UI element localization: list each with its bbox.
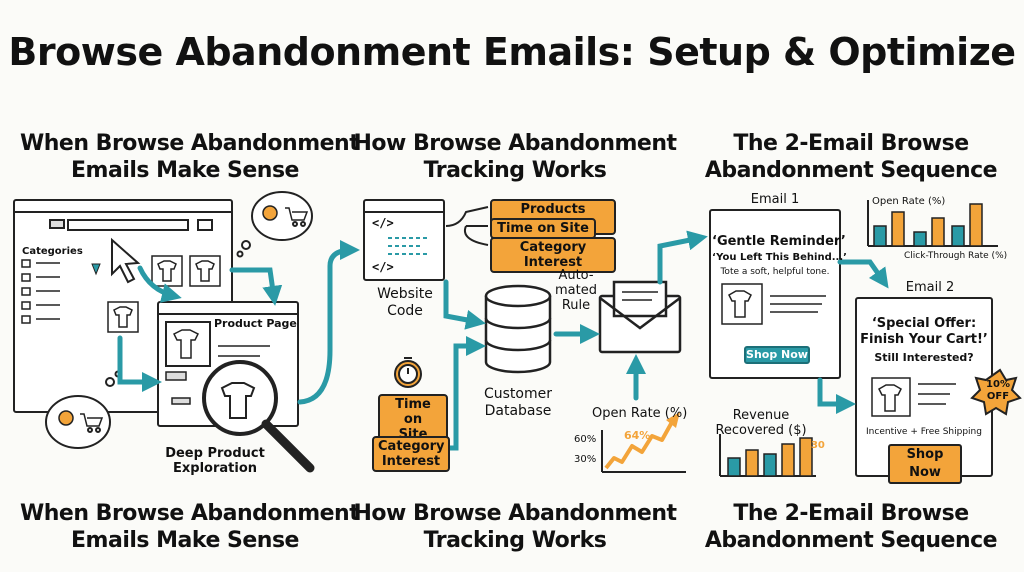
flow-arrows-section1 (117, 240, 360, 405)
tag-time-on-site: Time on Site (490, 218, 596, 239)
email1-line3: Tote a soft, helpful tone. (720, 267, 830, 277)
section2-heading: How Browse Abandonment Tracking Works (350, 130, 680, 184)
section2-footer-line2: Tracking Works (423, 528, 607, 553)
code-close-tag: </> (372, 260, 394, 274)
open-rate-mini-chart (601, 412, 686, 473)
discount-badge (970, 368, 1022, 416)
automated-rule-line3: Rule (561, 298, 591, 313)
section2-heading-line2: Tracking Works (423, 158, 607, 183)
section1-footer-line2: Emails Make Sense (71, 528, 299, 553)
badge-line1: 10% (986, 379, 1010, 390)
revenue-bar-chart (719, 434, 816, 477)
open-rate-bar-chart (867, 200, 998, 247)
tag-category-interest: Category Interest (490, 237, 616, 273)
email-envelope-icon (598, 280, 682, 354)
flow-arrows-section2 (443, 230, 708, 451)
click-through-rate-label: Click-Through Rate (%) (904, 251, 1008, 261)
section1-heading-line1: When Browse Abandonment (20, 131, 360, 156)
category-list (21, 259, 60, 324)
revenue-chart-label: Revenue Recovered ($) (706, 408, 816, 438)
open-rate-chart-label: Open Rate (%) (872, 196, 946, 207)
revenue-value-label: $30 (804, 440, 825, 451)
tag-category-interest-small-line2: Interest (381, 454, 441, 469)
thought-bubble-bottom (45, 370, 122, 449)
email1-line1: ‘Gentle Reminder’ (712, 234, 846, 249)
website-code-line1: Website (377, 286, 433, 302)
email2-label: Email 2 (905, 280, 955, 295)
automated-rule-line2: mated (555, 283, 597, 298)
revenue-chart-line1: Revenue (732, 408, 790, 423)
email1-line2: ‘You Left This Behind...’ (712, 252, 847, 263)
email1-card (709, 209, 841, 379)
section3-footer-line1: The 2-Email Browse (733, 501, 969, 526)
automated-rule-label: Auto- mated Rule (546, 268, 606, 313)
email1-shop-now-button[interactable]: Shop Now (744, 346, 810, 364)
tag-time-on-site-small-line1: Time on (395, 397, 431, 427)
database-icon (484, 284, 552, 374)
section3-footer-line2: Abandonment Sequence (704, 528, 998, 553)
incentive-label: Incentive + Free Shipping (866, 427, 982, 437)
stopwatch-icon (394, 357, 422, 388)
open-rate-tick-30: 30% (574, 454, 597, 465)
customer-database-line2: Database (484, 403, 552, 419)
badge-line2: OFF (986, 391, 1010, 402)
thought-bubble-top (236, 191, 313, 258)
deep-exploration-line1: Deep Product (165, 446, 265, 461)
dropdown-marker (91, 263, 101, 276)
flow-arrows-section3 (817, 259, 889, 414)
customer-database-label: Customer Database (470, 386, 566, 420)
deep-exploration-label: Deep Product Exploration (150, 446, 280, 476)
product-thumbnails (107, 255, 221, 333)
email2-line2: Finish Your Cart!’ (860, 332, 988, 347)
deep-exploration-line2: Exploration (173, 461, 257, 476)
open-rate-value-label: 64% (624, 429, 651, 442)
section2-footer-line1: How Browse Abandonment (353, 501, 677, 526)
section3-heading-line2: Abandonment Sequence (704, 158, 998, 183)
page-title: Browse Abandonment Emails: Setup & Optim… (8, 30, 1016, 74)
section1-footer-line1: When Browse Abandonment (20, 501, 360, 526)
categories-label: Categories (22, 246, 83, 257)
email2-line3: Still Interested? (874, 351, 974, 364)
customer-database-line1: Customer (483, 386, 552, 402)
tag-category-interest-small: Category Interest (372, 436, 450, 472)
website-code-line2: Code (387, 303, 423, 319)
section2-footer: How Browse Abandonment Tracking Works (350, 500, 680, 554)
website-code-window (363, 199, 445, 281)
open-rate-tick-60: 60% (574, 434, 597, 445)
email2-line1: ‘Special Offer: (871, 316, 977, 331)
magnifier-icon (202, 360, 315, 473)
tag-category-interest-small-line1: Category (378, 439, 445, 454)
automated-rule-line1: Auto- (558, 268, 594, 283)
section3-footer: The 2-Email Browse Abandonment Sequence (686, 500, 1016, 554)
section3-heading: The 2-Email Browse Abandonment Sequence (686, 130, 1016, 184)
tag-bracket (445, 206, 489, 246)
code-open-tag: </> (372, 216, 394, 230)
section1-heading-line2: Emails Make Sense (71, 158, 299, 183)
email2-card (855, 297, 993, 477)
section1-heading: When Browse Abandonment Emails Make Sens… (20, 130, 360, 184)
email2-shop-now-button[interactable]: Shop Now (888, 444, 962, 484)
website-code-label: Website Code (360, 286, 450, 320)
section3-heading-line1: The 2-Email Browse (733, 131, 969, 156)
email1-label: Email 1 (750, 192, 800, 207)
badge-text: 10% OFF (978, 379, 1018, 403)
section2-heading-line1: How Browse Abandonment (353, 131, 677, 156)
revenue-chart-line2: Recovered ($) (715, 423, 807, 438)
open-rate-mini-label: Open Rate (%) (592, 406, 688, 421)
section1-footer: When Browse Abandonment Emails Make Sens… (20, 500, 360, 554)
product-page-label: Product Page (214, 317, 297, 330)
cursor-icon (111, 237, 141, 284)
